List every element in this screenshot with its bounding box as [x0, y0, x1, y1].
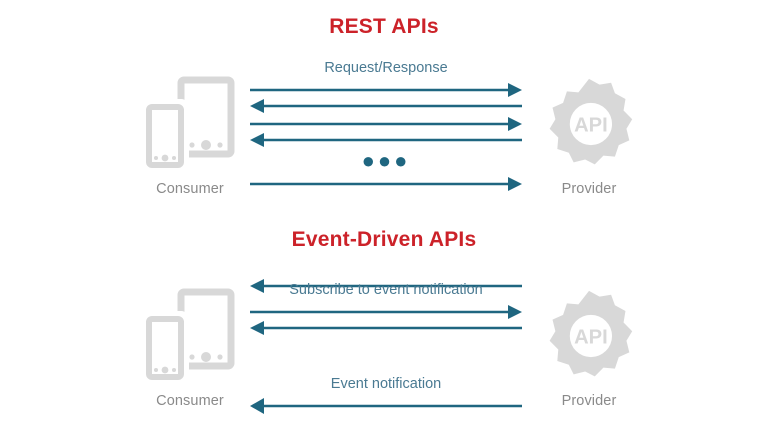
- gear-api-badge-text: API: [574, 327, 608, 349]
- section-title-rest: REST APIs: [329, 15, 439, 38]
- actor-provider-rest: API Provider: [524, 76, 654, 197]
- section-title-event: Event-Driven APIs: [291, 228, 477, 251]
- gear-api-icon: API: [524, 288, 654, 389]
- actor-label-consumer-event: Consumer: [156, 393, 224, 409]
- event-arrows: [250, 305, 522, 414]
- gear-api-badge-text: API: [574, 115, 608, 137]
- flow-label-request-response: Request/Response: [324, 60, 448, 76]
- devices-icon: [125, 288, 255, 389]
- flow-lane-event: Subscribe to event notification Event no…: [250, 276, 522, 416]
- actor-label-consumer-rest: Consumer: [156, 181, 224, 197]
- actor-label-provider-event: Provider: [561, 393, 617, 409]
- devices-icon: [125, 76, 255, 177]
- actor-label-provider-rest: Provider: [561, 181, 617, 197]
- actor-provider-event: API Provider: [524, 288, 654, 409]
- flow-lane-rest: Request/Response ●●●: [250, 60, 522, 195]
- actor-consumer-event: Consumer: [125, 288, 255, 409]
- flow-label-event-notification: Event notification: [330, 376, 442, 392]
- flow-label-subscribe: Subscribe to event notification: [289, 282, 483, 298]
- gear-api-icon: API: [524, 76, 654, 177]
- rest-arrow-last-left: [250, 279, 522, 293]
- ellipsis-indicator: ●●●: [361, 148, 411, 173]
- rest-arrows: [250, 83, 522, 191]
- actor-consumer-rest: Consumer: [125, 76, 255, 197]
